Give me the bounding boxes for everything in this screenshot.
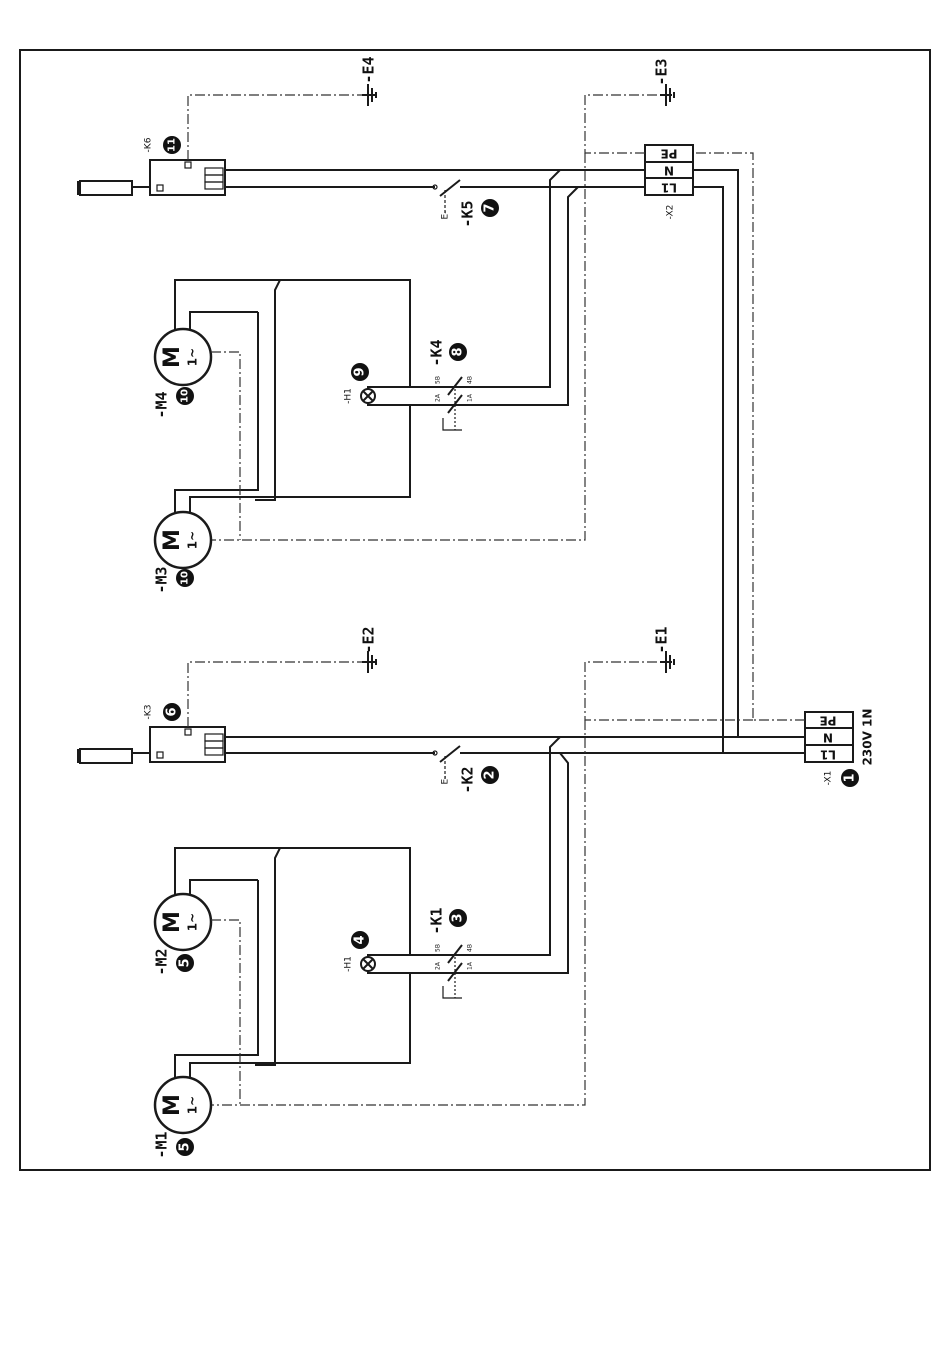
terminal-block-x2: PE N L1 -X2 [645,145,693,219]
pin-2a-k4: 2A [435,393,442,402]
motor-m4-phase: 1~ [186,348,200,366]
feed-wiring [693,153,805,753]
badge-9-text: 9 [353,367,368,376]
earth-e4-icon [362,84,376,106]
badge-10a: 10 [176,387,194,405]
k5-label: -K5 [459,200,477,227]
terminal-x2-label: -X2 [666,205,676,220]
terminal-pe-x1: PE [820,714,837,728]
badge-8: 8 [449,343,467,361]
motor-m2-phase: 1~ [186,913,200,931]
badge-5b: 5 [176,1138,194,1156]
terminal-block-x1: PE N L1 230V 1N -X1 [805,709,875,786]
thermostat-k3 [150,727,225,762]
pin-5b-k4: 5B [435,376,442,384]
motor-m1-symbol: M [160,1094,185,1116]
pin-4b-k4: 4B [467,376,474,384]
sensor-probe-upper [80,181,132,195]
pin-1a-k1: 1A [467,961,474,970]
badge-6-text: 6 [165,707,180,716]
pin-5b-k1: 5B [435,944,442,952]
k4-label: -K4 [428,339,446,366]
badge-1: 1 [841,769,859,787]
k6-label: -K6 [144,137,154,152]
k2-label: -K2 [459,766,477,793]
badge-9: 9 [351,363,369,381]
motor-m4-symbol: M [160,346,185,368]
m3-label: -M3 [153,566,171,593]
terminal-n-x2: N [664,164,674,178]
badge-11-text: 11 [167,138,178,152]
k1-label: -K1 [428,907,446,934]
terminal-x1-label: -X1 [824,771,834,786]
motor-m2-symbol: M [160,911,185,933]
lamp-h1-upper-icon [361,389,375,403]
switch-k5-prefix: E- [441,211,451,220]
supply-voltage-label: 230V 1N [861,709,875,766]
h1-lower-label: -H1 [344,956,354,972]
lamp-h1-lower-icon [361,957,375,971]
badge-2: 2 [481,766,499,784]
lower-circuit: E- -K2 -K3 -E2 -E1 [78,626,753,1158]
badge-4: 4 [351,931,369,949]
pin-1a-k4: 1A [467,393,474,402]
badge-6: 6 [163,703,181,721]
badge-5b-text: 5 [178,1142,193,1151]
badge-3-text: 3 [451,913,466,922]
pin-4b-k1: 4B [467,944,474,952]
motor-m3-phase: 1~ [186,531,200,549]
terminal-l1-x2: L1 [661,181,677,195]
badge-4-text: 4 [353,935,368,944]
badge-2-text: 2 [483,770,498,779]
e1-label: -E1 [653,626,671,653]
badge-7-text: 7 [483,203,498,212]
thermostat-k6 [150,160,225,195]
badge-10b: 10 [176,569,194,587]
badge-5a-text: 5 [178,958,193,967]
motor-m3-symbol: M [160,529,185,551]
badge-10b-text: 10 [180,571,191,585]
badge-11: 11 [163,136,181,154]
badge-7: 7 [481,199,499,217]
motor-m1-phase: 1~ [186,1096,200,1114]
terminal-pe-x2: PE [661,147,678,161]
pin-2a-k1: 2A [435,961,442,970]
m1-label: -M1 [153,1131,171,1158]
badge-1-text: 1 [843,773,858,782]
m2-label: -M2 [153,948,171,975]
badge-8-text: 8 [451,347,466,356]
m4-label: -M4 [153,391,171,418]
e4-label: -E4 [360,56,378,83]
e3-label: -E3 [653,58,671,85]
terminal-l1-x1: L1 [820,748,836,762]
sensor-probe-lower [80,749,132,763]
e2-label: -E2 [360,626,378,653]
earth-e3-icon [660,84,674,106]
terminal-n-x1: N [823,731,833,745]
badge-10a-text: 10 [180,389,191,403]
badge-5a: 5 [176,954,194,972]
upper-circuit: E- -K5 -K6 -E4 -E3 [78,56,674,593]
switch-k2-prefix: E- [441,776,451,785]
badge-3: 3 [449,909,467,927]
h1-upper-label: -H1 [344,388,354,404]
k3-label: -K3 [144,705,154,720]
